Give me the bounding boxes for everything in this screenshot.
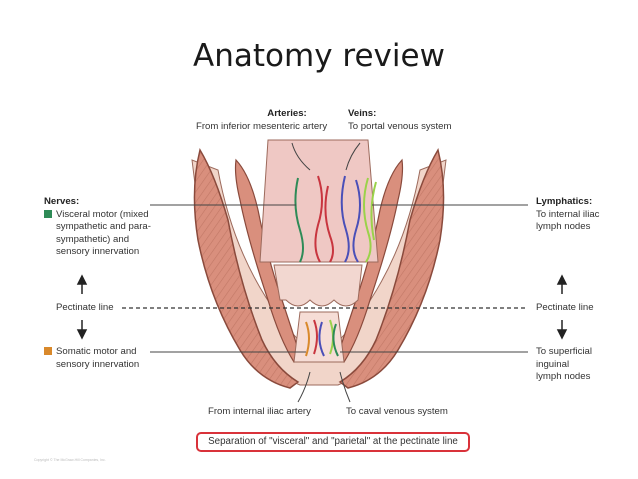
somatic-label: Somatic motor and sensory innervation <box>44 346 139 371</box>
somatic-line2: sensory innervation <box>56 358 140 370</box>
caption-box: Separation of "visceral" and "parietal" … <box>196 432 470 452</box>
lymph-upper-line2: lymph nodes <box>536 221 591 232</box>
upper-vessels <box>294 175 377 263</box>
arteries-label: Arteries: From inferior mesenteric arter… <box>196 108 342 133</box>
bottom-vein-label: To caval venous system <box>346 406 448 417</box>
pectinate-right-label: Pectinate line <box>536 302 594 313</box>
veins-label: Veins: To portal venous system <box>348 108 451 133</box>
leader-lines <box>150 142 528 403</box>
lymph-lower-line1: To superficial <box>536 346 592 357</box>
visceral-line1: Visceral motor (mixed <box>56 208 149 220</box>
pectinate-left-label: Pectinate line <box>56 302 114 313</box>
bottom-artery-label: From internal iliac artery <box>208 406 311 417</box>
somatic-line1: Somatic motor and <box>56 346 137 357</box>
lymph-lower-line2: inguinal <box>536 358 570 370</box>
visceral-line3: sympathetic) and <box>56 233 130 245</box>
upper-mucosa <box>259 139 379 263</box>
nerves-label: Nerves: Visceral motor (mixed sympatheti… <box>44 196 151 259</box>
left-arrows <box>76 274 88 340</box>
lymphatics-header: Lymphatics: <box>536 196 593 207</box>
visceral-line2: sympathetic and para- <box>56 221 151 232</box>
arteries-header: Arteries: <box>267 108 307 119</box>
veins-text: To portal venous system <box>348 120 452 132</box>
visceral-line4: sensory innervation <box>56 246 140 257</box>
visceral-swatch <box>44 209 52 218</box>
somatic-swatch <box>44 347 52 355</box>
right-arrows <box>556 274 568 340</box>
lymph-lower-label: To superficial inguinal lymph nodes <box>536 346 592 384</box>
arteries-text: From inferior mesenteric artery <box>196 120 328 132</box>
anal-columns <box>273 264 363 307</box>
right-sphincter <box>338 148 445 389</box>
lower-vessels <box>305 319 339 357</box>
lymph-upper-line1: To internal iliac <box>536 208 600 220</box>
nerves-header: Nerves: <box>44 196 80 207</box>
slide-title: Anatomy review <box>193 38 445 74</box>
veins-header: Veins: <box>348 108 377 119</box>
lymphatics-label: Lymphatics: To internal iliac lymph node… <box>536 196 599 234</box>
copyright-text: Copyright © The McGraw-Hill Companies, I… <box>34 458 106 462</box>
left-sphincter <box>193 148 300 389</box>
lymph-lower-line3: lymph nodes <box>536 371 591 382</box>
